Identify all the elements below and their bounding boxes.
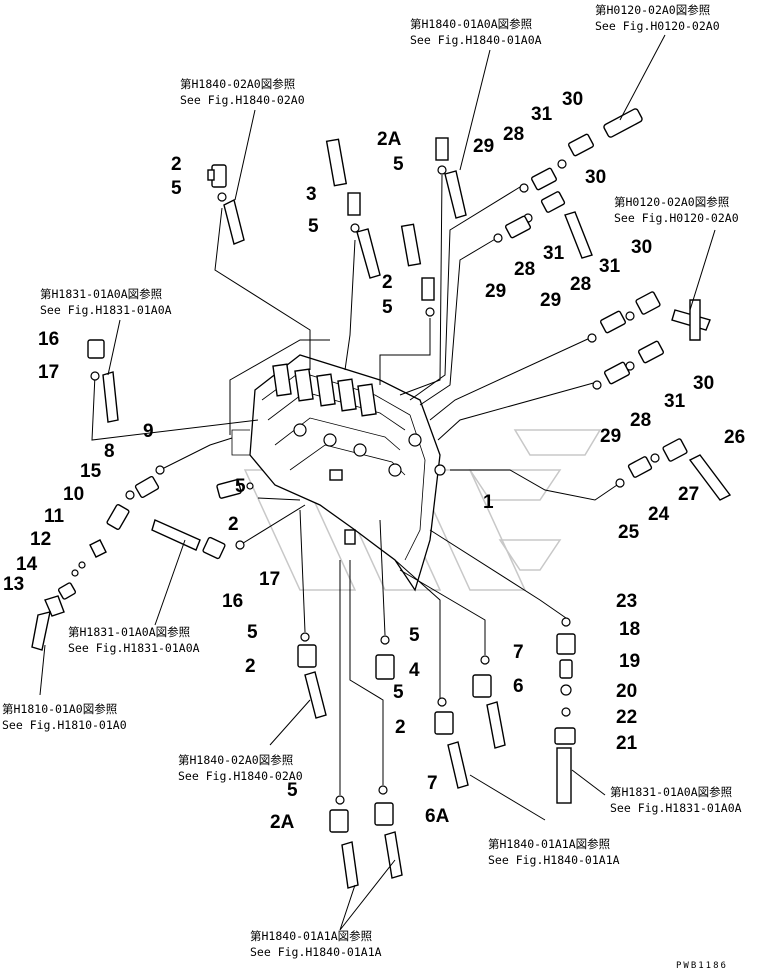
fig-ref-label: See Fig.H1840-01A0A	[410, 33, 542, 47]
label-part-2: 2	[382, 272, 393, 293]
label-part-10: 10	[63, 484, 84, 505]
fig-ref-label: See Fig.H0120-02A0	[614, 211, 739, 225]
fitting-group-bottom	[297, 617, 576, 889]
label-part-31: 31	[543, 243, 565, 264]
label-part-2A: 2A	[377, 129, 402, 150]
fitting-group-right	[493, 108, 732, 501]
fig-ref-label: See Fig.H1810-01A0	[2, 718, 127, 732]
label-part-8: 8	[104, 441, 115, 462]
part-number-labels: 1 2 2 2 2 2 2A 2A 3 4 5 5 5 5 5 5 5 5 5 …	[3, 89, 745, 833]
label-part-5: 5	[409, 625, 420, 646]
fig-ref-label: See Fig.H1831-01A0A	[68, 641, 200, 655]
fig-ref-label: 第H1831-01A0A図参照	[68, 625, 190, 639]
label-part-30: 30	[585, 167, 606, 188]
fig-ref-label: See Fig.H0120-02A0	[595, 19, 720, 33]
fig-ref-label: See Fig.H1831-01A0A	[40, 303, 172, 317]
label-part-20: 20	[616, 681, 637, 702]
label-part-15: 15	[80, 461, 102, 482]
fig-ref-label: 第H1810-01A0図参照	[2, 702, 117, 716]
label-part-7: 7	[427, 773, 438, 794]
label-part-11: 11	[44, 506, 65, 527]
label-part-23: 23	[616, 591, 637, 612]
label-part-28: 28	[570, 274, 591, 295]
label-part-16: 16	[38, 329, 59, 350]
label-part-30: 30	[562, 89, 583, 110]
fig-ref-label: 第H1831-01A0A図参照	[40, 287, 162, 301]
label-part-2: 2	[395, 717, 406, 738]
fig-ref-label: See Fig.H1831-01A0A	[610, 801, 742, 815]
fitting-group-left	[31, 339, 254, 651]
fig-ref-label: 第H1831-01A0A図参照	[610, 785, 732, 799]
label-part-5: 5	[382, 297, 393, 318]
reference-pointers	[39, 34, 716, 931]
figure-references: 第H0120-02A0図参照 See Fig.H0120-02A0 第H1840…	[2, 3, 742, 959]
fig-ref-label: 第H1840-01A0A図参照	[410, 17, 532, 31]
label-part-14: 14	[16, 554, 38, 575]
label-part-18: 18	[619, 619, 640, 640]
label-part-13: 13	[3, 574, 24, 595]
label-part-19: 19	[619, 651, 640, 672]
label-part-5: 5	[308, 216, 319, 237]
label-part-5: 5	[235, 476, 246, 497]
fig-ref-label: 第H1840-01A1A図参照	[488, 837, 610, 851]
label-part-6: 6	[513, 676, 524, 697]
label-part-21: 21	[616, 733, 638, 754]
label-part-6A: 6A	[425, 806, 450, 827]
label-part-22: 22	[616, 707, 637, 728]
label-part-1: 1	[483, 492, 494, 513]
label-part-29: 29	[600, 426, 621, 447]
label-part-29: 29	[485, 281, 506, 302]
fig-ref-label: See Fig.H1840-02A0	[178, 769, 303, 783]
label-part-2: 2	[245, 656, 256, 677]
label-part-28: 28	[630, 410, 651, 431]
fig-ref-label: 第H1840-02A0図参照	[180, 77, 295, 91]
label-part-9: 9	[143, 421, 154, 442]
fig-ref-label: 第H1840-02A0図参照	[178, 753, 293, 767]
fig-ref-label: See Fig.H1840-02A0	[180, 93, 305, 107]
label-part-2: 2	[171, 154, 182, 175]
fig-ref-label: 第H1840-01A1A図参照	[250, 929, 372, 943]
fitting-group-top-left	[207, 137, 467, 317]
drawing-code: PWB1186	[676, 961, 728, 971]
leader-lines	[91, 174, 621, 795]
label-part-28: 28	[503, 124, 524, 145]
label-part-28: 28	[514, 259, 535, 280]
label-part-16: 16	[222, 591, 243, 612]
label-part-31: 31	[664, 391, 686, 412]
label-part-12: 12	[30, 529, 51, 550]
label-part-27: 27	[678, 484, 699, 505]
label-part-17: 17	[38, 362, 59, 383]
label-part-5: 5	[287, 780, 298, 801]
label-part-2: 2	[228, 514, 239, 535]
label-part-24: 24	[648, 504, 670, 525]
label-part-31: 31	[531, 104, 553, 125]
label-part-3: 3	[306, 184, 317, 205]
label-part-29: 29	[540, 290, 561, 311]
fig-ref-label: 第H0120-02A0図参照	[595, 3, 710, 17]
label-part-4: 4	[409, 660, 420, 681]
label-part-2A: 2A	[270, 812, 295, 833]
label-part-5: 5	[393, 154, 404, 175]
label-part-25: 25	[618, 522, 640, 543]
label-part-31: 31	[599, 256, 621, 277]
label-part-5: 5	[247, 622, 258, 643]
label-part-30: 30	[693, 373, 714, 394]
label-part-7: 7	[513, 642, 524, 663]
fig-ref-label: See Fig.H1840-01A1A	[488, 853, 620, 867]
label-part-17: 17	[259, 569, 280, 590]
label-part-26: 26	[724, 427, 745, 448]
control-valve-body	[231, 354, 446, 592]
label-part-5: 5	[171, 178, 182, 199]
label-part-30: 30	[631, 237, 652, 258]
fig-ref-label: 第H0120-02A0図参照	[614, 195, 729, 209]
label-part-29: 29	[473, 136, 494, 157]
fig-ref-label: See Fig.H1840-01A1A	[250, 945, 382, 959]
label-part-5: 5	[393, 682, 404, 703]
